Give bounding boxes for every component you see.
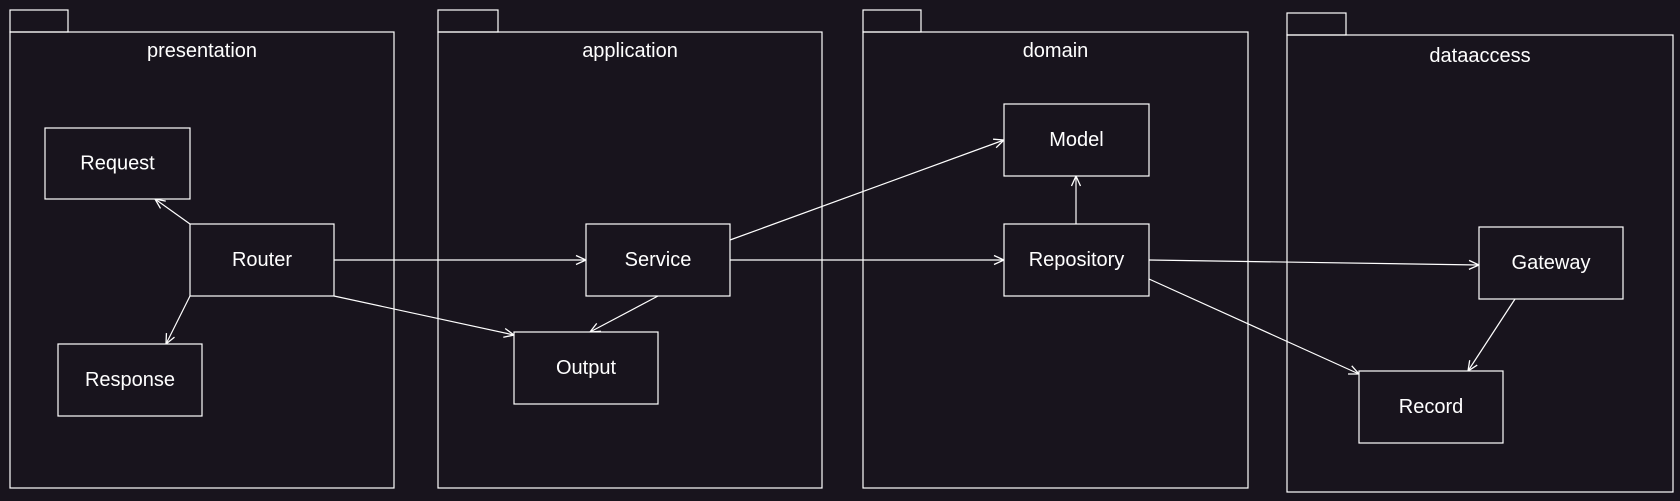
class-label: Output <box>556 357 616 379</box>
class-box <box>1478 226 1624 300</box>
class-repository: Repository <box>1003 223 1150 297</box>
package-frame <box>1286 34 1674 493</box>
class-label: Model <box>1049 129 1103 151</box>
package-title: domain <box>1023 40 1089 62</box>
package-dataaccess: dataaccess <box>1286 12 1674 493</box>
class-router: Router <box>189 223 335 297</box>
class-label: Router <box>232 249 292 271</box>
class-box <box>189 223 335 297</box>
package-tab <box>437 9 499 33</box>
class-label: Request <box>80 153 155 175</box>
class-box <box>57 343 203 417</box>
class-service: Service <box>585 223 731 297</box>
class-output: Output <box>513 331 659 405</box>
edge-gateway-to-record <box>1468 298 1516 371</box>
class-box <box>44 127 191 200</box>
package-title: application <box>582 40 678 62</box>
packages: presentation application domain dataaccess <box>9 9 1674 493</box>
package-title: dataaccess <box>1429 45 1530 67</box>
package-frame <box>437 31 823 489</box>
edge-service-to-output <box>590 295 659 332</box>
package-title: presentation <box>147 40 257 62</box>
package-application: application <box>437 9 823 489</box>
class-record: Record <box>1358 370 1504 444</box>
package-frame <box>9 31 395 489</box>
class-response: Response <box>57 343 203 417</box>
class-box <box>1358 370 1504 444</box>
class-request: Request <box>44 127 191 200</box>
package-tab <box>862 9 922 33</box>
class-box <box>1003 103 1150 177</box>
class-label: Record <box>1399 396 1463 418</box>
class-box <box>585 223 731 297</box>
package-domain: domain <box>862 9 1249 489</box>
edge-service-to-model <box>729 140 1004 241</box>
edge-router-to-response <box>166 295 191 344</box>
class-label: Response <box>85 369 175 391</box>
class-label: Gateway <box>1512 252 1591 274</box>
class-box <box>513 331 659 405</box>
edge-repository-to-gateway <box>1148 259 1479 265</box>
package-tab <box>1286 12 1347 36</box>
class-box <box>1003 223 1150 297</box>
class-gateway: Gateway <box>1478 226 1624 300</box>
class-label: Repository <box>1029 249 1125 271</box>
edge-router-to-output <box>333 295 514 335</box>
class-model: Model <box>1003 103 1150 177</box>
edge-repository-to-record <box>1148 278 1359 374</box>
edge-router-to-request <box>155 199 191 225</box>
package-presentation: presentation <box>9 9 395 489</box>
package-tab <box>9 9 69 33</box>
dependency-edges <box>155 140 1516 374</box>
class-label: Service <box>625 249 692 271</box>
package-frame <box>862 31 1249 489</box>
